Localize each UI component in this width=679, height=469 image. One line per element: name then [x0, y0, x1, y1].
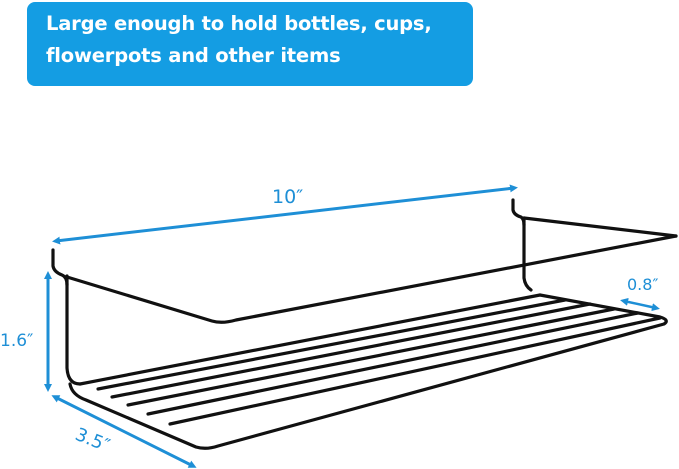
banner-line-1: Large enough to hold bottles, cups, — [46, 12, 432, 35]
banner-line-2: flowerpots and other items — [46, 44, 341, 67]
depth-dimension-arrow — [51, 395, 197, 468]
width-label: 10″ — [272, 186, 304, 208]
lip-dimension-arrow — [620, 297, 660, 312]
width-dimension-arrow — [52, 184, 518, 245]
height-label: 1.6″ — [0, 331, 34, 351]
wire-basket — [51, 198, 678, 450]
feature-banner: Large enough to hold bottles, cups, flow… — [27, 2, 473, 86]
lip-label: 0.8″ — [627, 275, 659, 294]
